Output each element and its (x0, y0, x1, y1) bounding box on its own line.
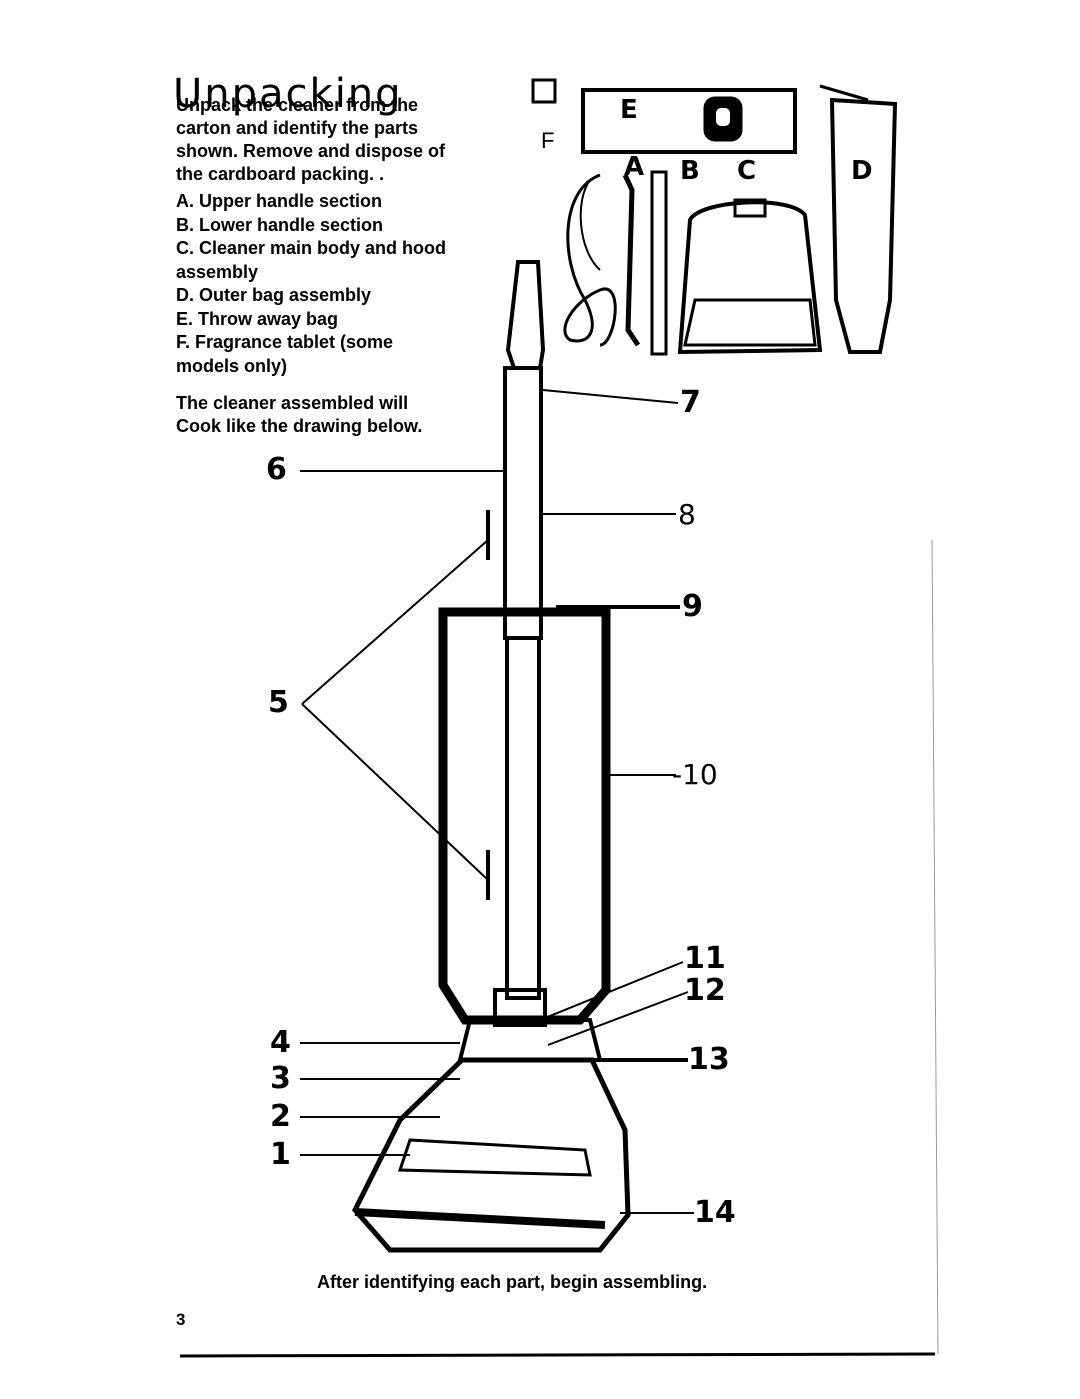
assembled-note: The cleaner assembled will Cook like the… (176, 392, 506, 438)
part-letter-e: E (620, 95, 638, 125)
page-edge-rule (179, 1352, 936, 1358)
assembled-line: The cleaner assembled will (176, 393, 409, 413)
callout-10: -10 (672, 758, 718, 791)
unpacked-parts-drawing (531, 78, 898, 356)
callout-4: 4 (270, 1025, 291, 1060)
footer-instruction: After identifying each part, begin assem… (317, 1272, 708, 1292)
parts-list-item: A. Upper handle section (176, 191, 383, 211)
assembled-line: Cook like the drawing below. (176, 416, 423, 436)
page-number: 3 (176, 1310, 186, 1329)
callout-1: 1 (270, 1137, 291, 1172)
parts-list: A. Upper handle section B. Lower handle … (176, 190, 506, 378)
parts-list-item: assembly (176, 261, 259, 282)
intro-line: shown. Remove and dispose of (176, 141, 446, 161)
parts-list-item: C. Cleaner main body and hood (176, 238, 447, 258)
callout-11: 11 (684, 941, 726, 976)
parts-list-item: E. Throw away bag (176, 308, 339, 329)
parts-list-item: B. Lower handle section (176, 214, 384, 235)
callout-6: 6 (266, 452, 287, 487)
parts-list-item: F. Fragrance tablet (some (176, 332, 394, 352)
part-letter-f: F (541, 128, 555, 153)
page-title: Unpacking (173, 70, 403, 117)
callout-12: 12 (684, 973, 726, 1008)
callout-8: 8 (678, 498, 696, 531)
assembled-cleaner-drawing (352, 260, 631, 1253)
parts-list-item: models only) (176, 355, 288, 376)
callout-14: 14 (694, 1195, 736, 1230)
callout-7: 7 (680, 385, 701, 420)
callout-5: 5 (268, 685, 289, 720)
part-letter-d: D (851, 156, 873, 186)
intro-line: the cardboard packing. . (176, 164, 385, 184)
intro-line: Unpack the cleaner from the (176, 95, 419, 115)
parts-list-item: D. Outer bag assembly (176, 285, 372, 305)
intro-paragraph: Unpack the cleaner from the carton and i… (176, 94, 506, 186)
callout-leader-lines (300, 389, 694, 1214)
part-letter-a: A (624, 152, 645, 182)
callout-13: 13 (688, 1042, 730, 1077)
callout-3: 3 (270, 1061, 291, 1096)
part-letter-c: C (737, 156, 757, 186)
callout-2: 2 (270, 1099, 291, 1134)
intro-line: carton and identify the parts (176, 118, 419, 138)
part-letter-b: B (680, 156, 700, 186)
callout-9: 9 (682, 589, 703, 624)
